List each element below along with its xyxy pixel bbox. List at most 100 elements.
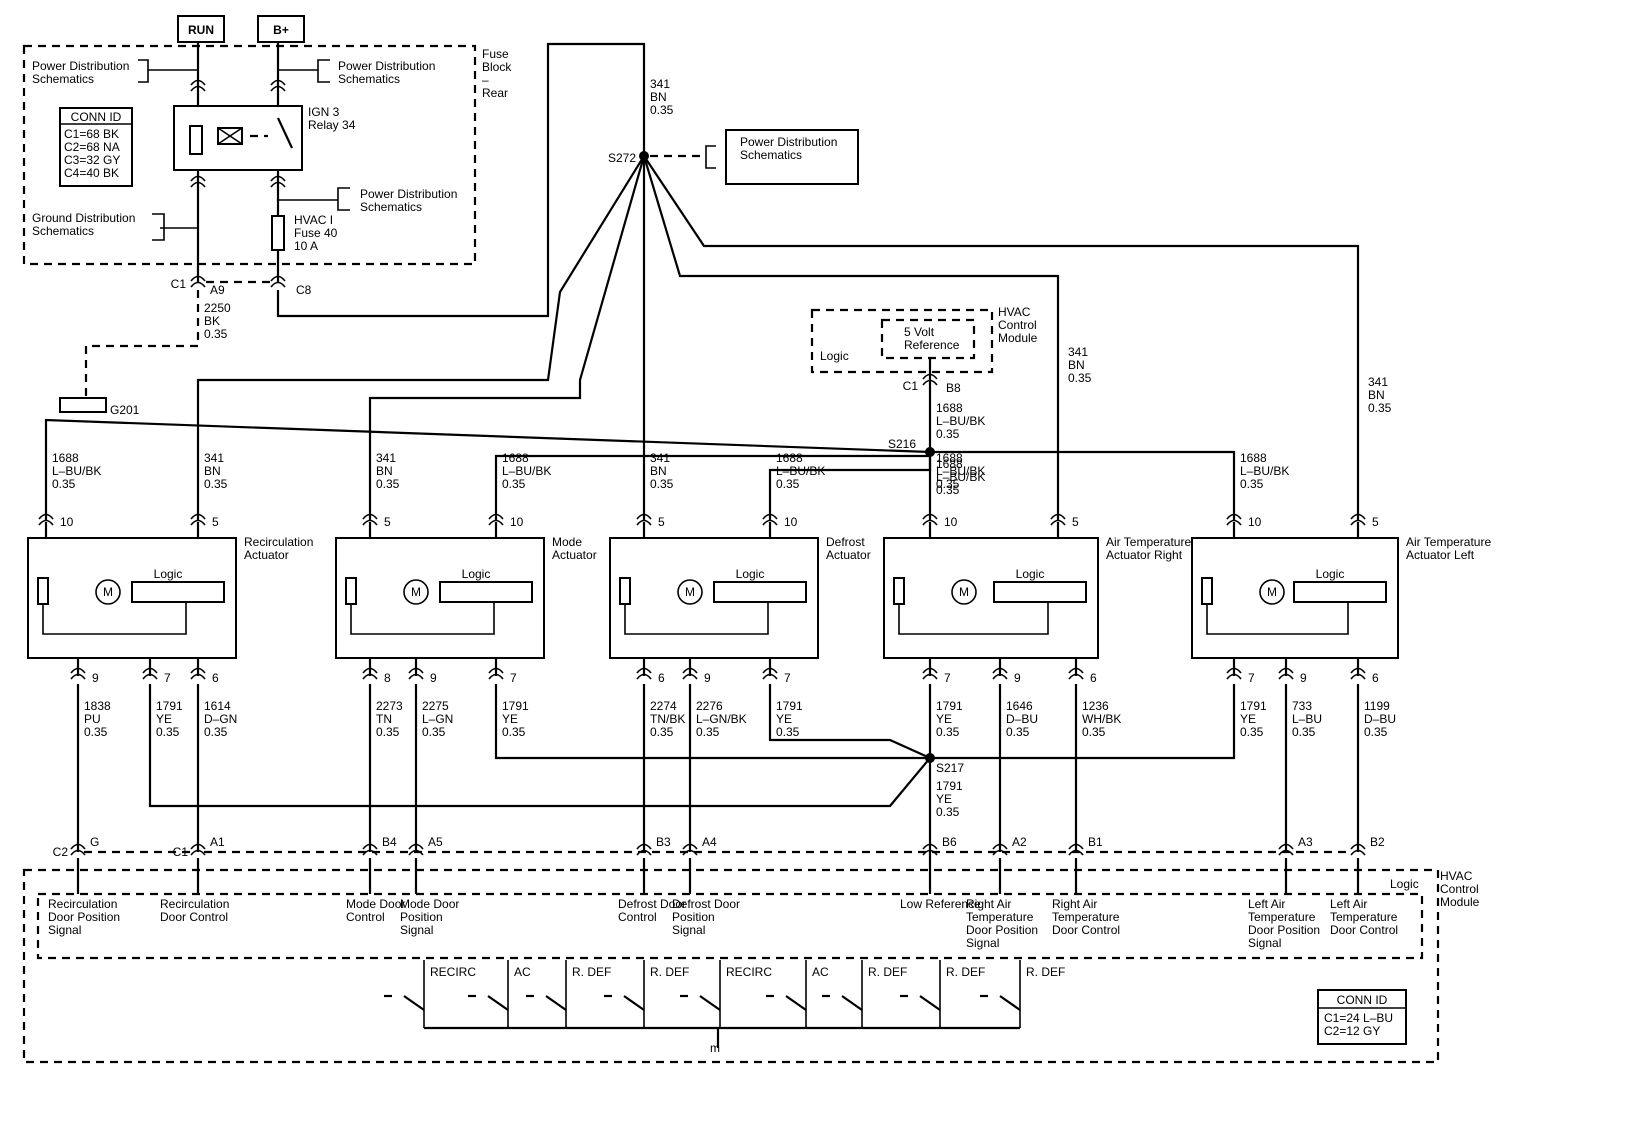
terminal (1068, 667, 1084, 674)
signal-label-0: Door Position (48, 910, 120, 924)
pin-bottom-3-0: 7 (944, 671, 951, 685)
terminal (190, 175, 206, 182)
terminal (270, 79, 286, 86)
switch-contact-8 (999, 995, 1021, 1011)
run-source-box (177, 15, 225, 43)
ref-bus-left (44, 418, 931, 520)
wire-bottom-2-0: 0.35 (650, 725, 674, 739)
wire-bottom-0-2: D–GN (204, 712, 237, 726)
signal-label-3: Signal (400, 923, 433, 937)
relay-coil (189, 125, 203, 155)
wire-top-4-0: 1688 (1240, 451, 1267, 465)
hvac-module-outline (22, 868, 1440, 1064)
wire-top-4-0: L–BU/BK (1240, 464, 1289, 478)
fuse-label: HVAC I (294, 213, 333, 227)
pin-top-1-0: 5 (384, 515, 391, 529)
wire-bottom-1-2: 1791 (502, 699, 529, 713)
pin-bottom-1-1: 9 (430, 671, 437, 685)
wire-341-right2-label: 0.35 (1368, 401, 1392, 415)
wire-bottom-1-2: 0.35 (502, 725, 526, 739)
terminal (488, 673, 504, 680)
signal-label-3: Mode Door (400, 897, 459, 911)
pin-top-2-0: 5 (658, 515, 665, 529)
wire-1688-s216-label: 1688 (936, 457, 963, 471)
terminal (270, 175, 286, 182)
wire-1688-ref-label: 0.35 (936, 427, 960, 441)
signal-label-7: Right Air (966, 897, 1011, 911)
bottom-pin-2: B4 (382, 835, 397, 849)
logic-block-0 (131, 581, 225, 603)
wire-bottom-4-0: YE (1240, 712, 1256, 726)
bottom-conn-0: C2 (53, 845, 69, 859)
logic-label-3: Logic (1016, 567, 1045, 581)
wire-bottom-2-2: 1791 (776, 699, 803, 713)
ground-dashed (84, 290, 200, 398)
relay-label: Relay 34 (308, 118, 356, 132)
hvac-top-module-label: Module (998, 331, 1038, 345)
terminal (682, 849, 698, 856)
wire-bottom-2-1: L–GN/BK (696, 712, 747, 726)
motor-label-1: M (411, 585, 421, 599)
hvac-top-logic: Logic (820, 349, 849, 363)
internal-wiring-4 (1206, 602, 1349, 635)
ye-bus-defrost (768, 684, 931, 760)
terminal (142, 667, 158, 674)
wire-341-right1-label: 0.35 (1068, 371, 1092, 385)
logic-label-2: Logic (736, 567, 765, 581)
hvac-module-label: Module (1440, 895, 1480, 909)
pin-bottom-0-2: 6 (212, 671, 219, 685)
motor-icon-1 (403, 579, 429, 605)
fuse-block-label: Rear (482, 86, 508, 100)
wire-top-1-0: BN (376, 464, 393, 478)
logic-label-1: Logic (462, 567, 491, 581)
wire-bottom-4-2: D–BU (1364, 712, 1396, 726)
terminal (190, 673, 206, 680)
terminal (682, 843, 698, 850)
wire-bottom-0-1: YE (156, 712, 172, 726)
hvac-module-logic: Logic (1390, 877, 1419, 891)
switch-label-4: RECIRC (726, 965, 772, 979)
wire-top-0-1: BN (204, 464, 221, 478)
signal-label-1: Door Control (160, 910, 228, 924)
wire-bottom-1-2: YE (502, 712, 518, 726)
ref-bus-mode (494, 454, 930, 520)
conn-id-entries: C1=68 BK (64, 127, 119, 141)
pin-top-1-1: 10 (510, 515, 524, 529)
motor-label-0: M (103, 585, 113, 599)
ground-dist-label: Ground Distribution (32, 211, 135, 225)
switch-contact-1 (487, 995, 509, 1011)
module-conn-id-entries: C1=24 L–BU (1324, 1011, 1393, 1025)
wire-top-0-0: 1688 (52, 451, 79, 465)
terminal (1226, 667, 1242, 674)
wire-top-1-1: 1688 (502, 451, 529, 465)
signal-label-7: Temperature (966, 910, 1034, 924)
pin-bottom-3-1: 9 (1014, 671, 1021, 685)
c1-label: C1 (171, 277, 187, 291)
terminal (1278, 849, 1294, 856)
motor-label-2: M (685, 585, 695, 599)
wire-341-top-label: BN (650, 90, 667, 104)
pin-bottom-3-2: 6 (1090, 671, 1097, 685)
fuse-block-label: Block (482, 60, 512, 74)
fan-mode (368, 155, 646, 520)
terminal (1350, 667, 1366, 674)
signal-label-5: Defrost Door (672, 897, 740, 911)
switch-contact-3 (623, 995, 645, 1011)
pin-bottom-2-0: 6 (658, 671, 665, 685)
pin-top-3-1: 5 (1072, 515, 1079, 529)
module-ground-symbol: m (710, 1041, 720, 1055)
wire-top-4-0: 0.35 (1240, 477, 1264, 491)
ground-dist-label: Schematics (32, 224, 94, 238)
terminal (270, 181, 286, 188)
terminal (362, 843, 378, 850)
pd-box-bracket (705, 145, 716, 169)
terminal (362, 849, 378, 856)
actuator-name-3: Air Temperature (1106, 535, 1191, 549)
signal-label-8: Right Air (1052, 897, 1097, 911)
switch-label-3: R. DEF (650, 965, 689, 979)
bottom-pin-5: A4 (702, 835, 717, 849)
terminal (142, 673, 158, 680)
wire-2250-label: 2250 (204, 301, 231, 315)
wire-1791-s217-label: 1791 (936, 779, 963, 793)
logic-block-4 (1293, 581, 1387, 603)
